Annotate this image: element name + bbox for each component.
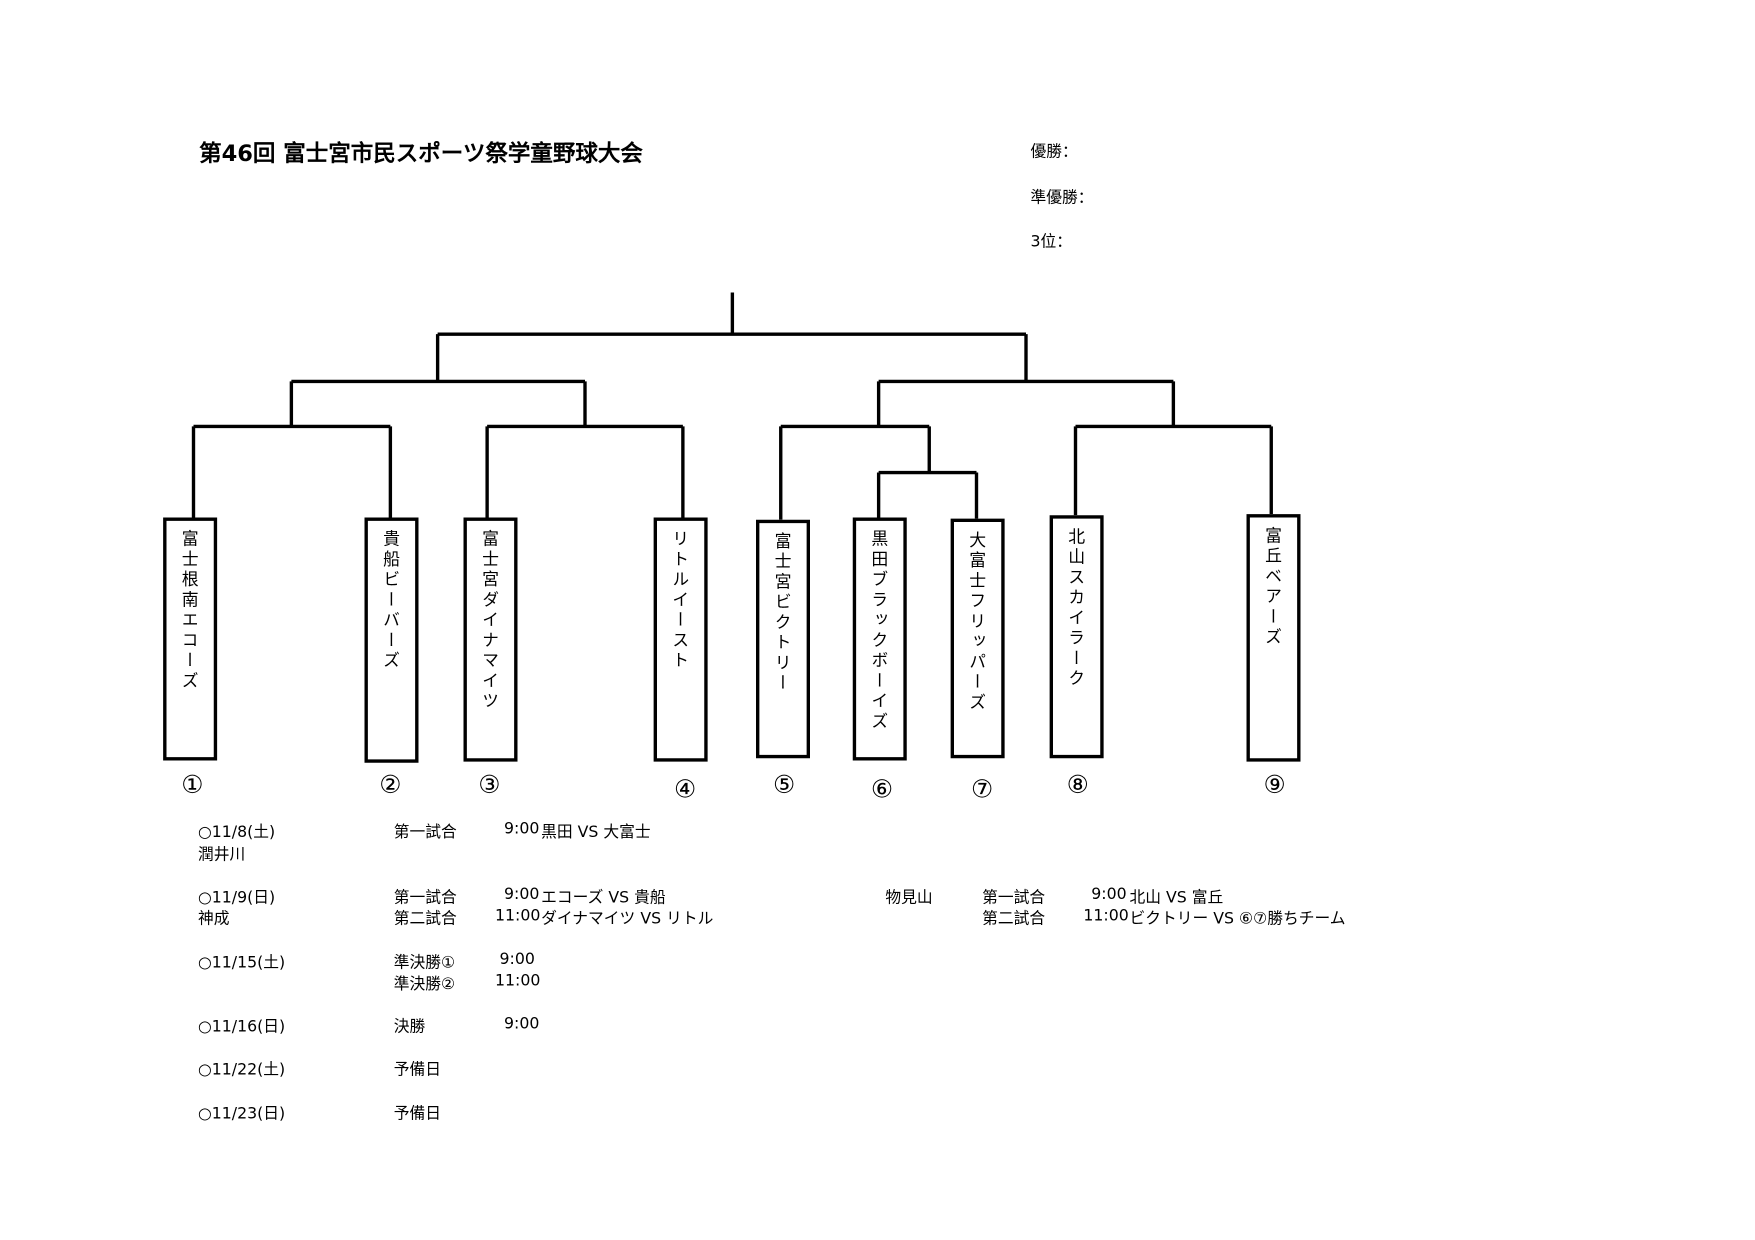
team-name: 富丘ベアーズ (1262, 526, 1284, 649)
runner-up-label: 準優勝： (1030, 189, 1094, 207)
game-time: 11:00 (495, 906, 541, 925)
game-label: 第二試合 (982, 910, 1046, 929)
team-name: 富士宮ダイナマイツ (479, 529, 501, 713)
game-label: 予備日 (393, 1060, 441, 1079)
team-name: 黒田ブラックボーイズ (869, 529, 890, 733)
seed-number: ⑥ (870, 776, 894, 805)
seed-number: ⑧ (1066, 771, 1089, 800)
team-box-5: 富士宮ビクトリー (756, 519, 810, 759)
game-matchup: 北山 VS 富丘 (1129, 888, 1224, 907)
schedule-venue: 物見山 (885, 888, 933, 907)
seed-number: ⑦ (971, 776, 994, 805)
seed-number: ② (379, 771, 402, 800)
schedule-venue: 潤井川 (198, 846, 246, 864)
seed-number: ④ (674, 776, 697, 805)
game-label: 準決勝① (393, 954, 456, 972)
team-name: 北山スカイラーク (1065, 527, 1087, 690)
team-box-3: 富士宮ダイナマイツ (463, 517, 518, 762)
team-box-1: 富士根南エコーズ (163, 517, 218, 761)
winner-label: 優勝： (1030, 142, 1078, 161)
page-title: 第46回 富士宮市民スポーツ祭学童野球大会 (199, 139, 643, 167)
third-place-label: 3位： (1030, 232, 1073, 251)
game-time: 9:00 (504, 1014, 540, 1033)
team-name: 富士宮ビクトリー (772, 532, 793, 695)
game-label: 第二試合 (393, 910, 457, 929)
team-name: 貴船ビーバーズ (380, 529, 402, 672)
game-label: 決勝 (393, 1018, 426, 1037)
game-time: 9:00 (504, 820, 540, 839)
game-matchup: 黒田 VS 大富士 (541, 823, 651, 842)
game-time: 11:00 (495, 972, 541, 990)
schedule-date: ○11/22(土) (198, 1060, 286, 1079)
game-label: 準決勝② (393, 975, 456, 994)
team-name: 富士根南エコーズ (179, 529, 200, 692)
game-label: 第一試合 (982, 888, 1046, 907)
schedule-date: ○11/23(日) (198, 1104, 286, 1123)
team-name: リトルイースト (669, 529, 691, 672)
game-time: 9:00 (499, 950, 535, 969)
seed-number: ① (181, 771, 204, 800)
team-box-7: 大富士フリッパーズ (950, 518, 1005, 759)
schedule-date: ○11/15(土) (198, 954, 286, 972)
team-box-2: 貴船ビーバーズ (364, 517, 419, 763)
team-box-8: 北山スカイラーク (1049, 515, 1104, 759)
schedule-date: ○11/9(日) (198, 888, 276, 907)
team-box-9: 富丘ベアーズ (1246, 514, 1301, 762)
team-box-4: リトルイースト (653, 517, 708, 762)
seed-number: ⑨ (1263, 771, 1286, 800)
game-time: 11:00 (1083, 906, 1129, 925)
game-matchup: ビクトリー VS ⑥⑦勝ちチーム (1129, 910, 1346, 929)
game-label: 第一試合 (393, 823, 457, 842)
team-name: 大富士フリッパーズ (966, 531, 988, 714)
game-time: 9:00 (504, 885, 540, 904)
seed-number: ⑤ (773, 771, 796, 800)
schedule-date: ○11/16(日) (198, 1018, 286, 1037)
game-matchup: ダイナマイツ VS リトル (541, 910, 714, 929)
schedule-venue: 神成 (198, 910, 230, 929)
seed-number: ③ (478, 771, 501, 800)
game-label: 第一試合 (393, 888, 457, 907)
game-label: 予備日 (393, 1104, 441, 1123)
game-time: 9:00 (1091, 885, 1127, 904)
game-matchup: エコーズ VS 貴船 (541, 888, 666, 907)
schedule-date: ○11/8(土) (198, 823, 276, 842)
team-box-6: 黒田ブラックボーイズ (852, 517, 907, 761)
